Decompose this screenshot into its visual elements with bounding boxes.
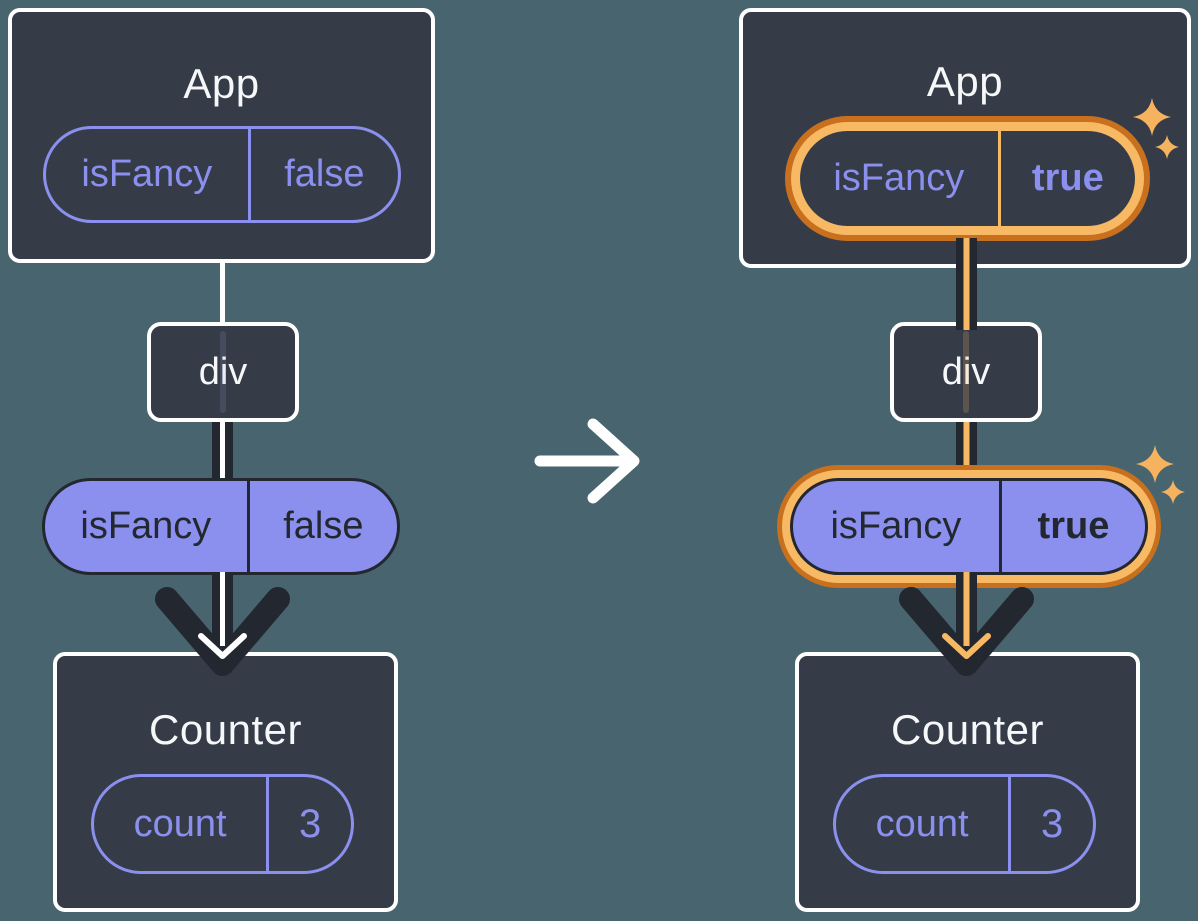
right-passed-prop-pill-highlighted: isFancy true <box>790 478 1148 575</box>
right-div-node: div <box>890 322 1042 422</box>
sparkle-icon <box>1133 98 1179 159</box>
right-prop-arrow <box>899 572 1034 676</box>
state-name: isFancy <box>46 129 251 220</box>
left-app-title: App <box>183 60 260 107</box>
state-value: 3 <box>298 801 322 846</box>
left-counter-state-pill: count 3 <box>91 774 354 874</box>
right-div-label: div <box>941 350 991 393</box>
right-app-state-pill-highlighted: isFancy true <box>800 131 1135 226</box>
state-value: true <box>1031 157 1104 199</box>
right-counter-title: Counter <box>891 706 1044 753</box>
sparkle-icon <box>1136 445 1185 504</box>
state-value: false <box>284 153 365 195</box>
right-arrow-icon <box>534 418 640 504</box>
state-name: count <box>94 777 270 871</box>
prop-name: isFancy <box>45 481 250 572</box>
left-prop-arrow <box>155 572 290 676</box>
left-div-label: div <box>198 350 248 393</box>
pass-through-stripe <box>220 331 226 413</box>
prop-name: isFancy <box>793 481 1002 572</box>
left-counter-card: Counter count 3 <box>53 652 398 912</box>
left-counter-title: Counter <box>149 706 302 753</box>
right-counter-card: Counter count 3 <box>795 652 1140 912</box>
state-name: count <box>836 777 1012 871</box>
left-div-node: div <box>147 322 299 422</box>
right-counter-state-pill: count 3 <box>833 774 1096 874</box>
left-app-card: App isFancy false <box>8 8 435 263</box>
pass-through-stripe <box>963 331 969 413</box>
right-app-card: App isFancy true <box>739 8 1191 268</box>
left-app-state-pill: isFancy false <box>43 126 401 223</box>
state-name: isFancy <box>800 131 1001 226</box>
state-value: 3 <box>1040 801 1064 846</box>
left-passed-prop-pill: isFancy false <box>42 478 400 575</box>
right-app-title: App <box>926 58 1004 105</box>
prop-value: false <box>283 505 364 547</box>
prop-value: true <box>1037 505 1110 547</box>
